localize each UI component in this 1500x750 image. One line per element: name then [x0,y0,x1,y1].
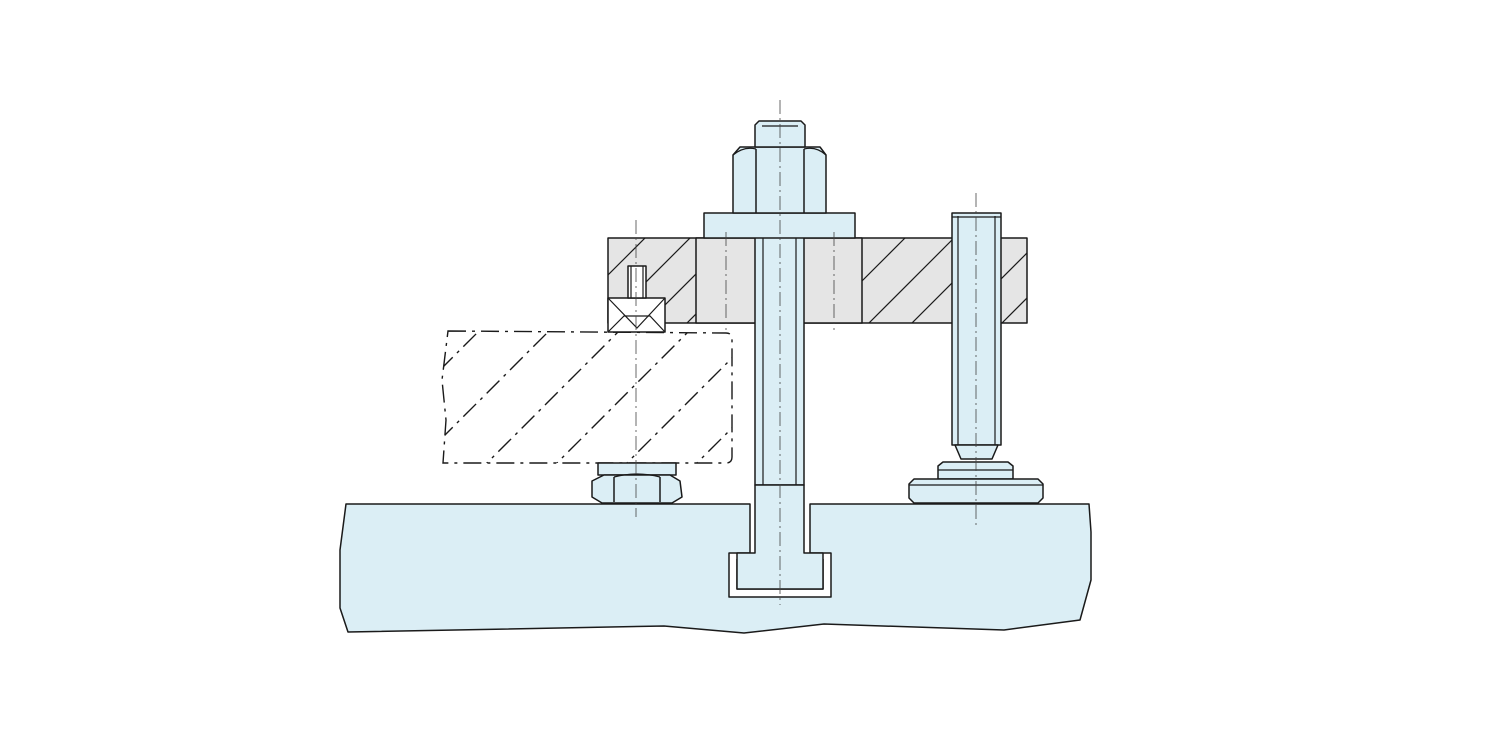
hex-nut [732,120,827,214]
centre-lines [635,100,977,605]
washer [703,212,856,239]
workpiece-phantom [441,330,733,464]
machine-table [339,503,1092,634]
support-pad [591,462,683,504]
pressure-screw [607,265,666,333]
